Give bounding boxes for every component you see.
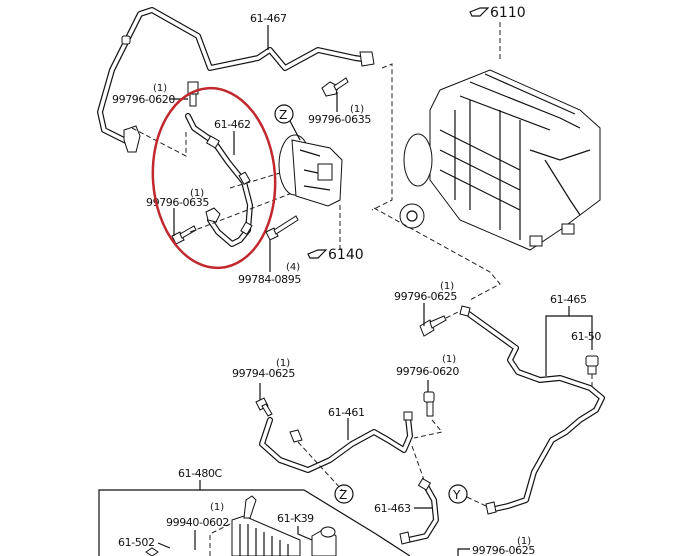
guide-line	[411, 445, 425, 481]
label-99796-0625-a: 99796-0625	[394, 290, 457, 303]
marker-z-bottom-label: Z	[339, 488, 347, 502]
label-99796-0620-a: 99796-0620	[112, 93, 175, 106]
label-61-467: 61-467	[250, 12, 287, 25]
marker-z-top-label: Z	[279, 108, 287, 122]
label-61-502: 61-502	[118, 536, 155, 549]
label-61-465: 61-465	[550, 293, 587, 306]
pressure-switch-61-50[interactable]	[585, 355, 599, 375]
bracket-61-480C	[98, 489, 411, 556]
ref-6140-label: 6140	[328, 247, 364, 263]
bolt-99796-0620-b[interactable]	[423, 391, 435, 417]
label-99796-0620-b: 99796-0620	[396, 365, 459, 378]
compressor[interactable]	[278, 134, 343, 207]
label-99796-0635-a: 99796-0635	[308, 113, 371, 126]
leader-61-502	[157, 542, 171, 549]
label-99796-0625-b: 99796-0625	[472, 544, 535, 556]
leader-99796-0625-b	[457, 548, 470, 556]
guide-line	[209, 523, 231, 556]
label-99940-0602: 99940-0602	[166, 516, 229, 529]
guide-line	[413, 419, 443, 439]
guide-line	[297, 441, 343, 491]
label-61-461: 61-461	[328, 406, 365, 419]
bolt-99796-0620-a[interactable]	[187, 81, 199, 107]
qty-99940-0602: (1)	[210, 502, 224, 513]
pipe-61-467[interactable]	[97, 7, 375, 153]
ref-6110-label: 6110	[490, 5, 526, 21]
bolt-99794-0625[interactable]	[255, 397, 273, 417]
qty-99796-0635-b: (1)	[190, 188, 204, 199]
marker-z-top	[274, 104, 294, 124]
label-99796-0635-b: 99796-0635	[146, 196, 209, 209]
pointing-hand-icon	[469, 7, 490, 17]
qty-99784-0895: (4)	[286, 262, 300, 273]
label-61-462: 61-462	[214, 118, 251, 131]
label-61-K39: 61-K39	[277, 512, 314, 525]
qty-99796-0635-a: (1)	[350, 104, 364, 115]
hvac-unit[interactable]	[399, 69, 601, 251]
highlight-circle	[151, 86, 277, 270]
qty-99796-0620-a: (1)	[153, 83, 167, 94]
qty-99794-0625: (1)	[276, 358, 290, 369]
guide-line	[131, 127, 187, 157]
pipe-61-465[interactable]	[459, 305, 605, 515]
label-61-463: 61-463	[374, 502, 411, 515]
condenser[interactable]	[231, 495, 301, 556]
guide-line	[466, 496, 487, 507]
hose-61-462[interactable]	[185, 113, 253, 247]
ref-6110[interactable]: 6110	[469, 5, 526, 21]
leader-61-K39	[297, 526, 313, 541]
guide-line	[189, 189, 301, 233]
qty-99796-0620-b: (1)	[442, 354, 456, 365]
marker-z-bottom	[334, 484, 354, 504]
guide-line	[445, 309, 463, 319]
guide-line	[371, 63, 393, 211]
qty-99796-0625-a: (1)	[440, 281, 454, 292]
bracket-61-465	[545, 315, 593, 376]
receiver-drier-61-K39[interactable]	[311, 526, 337, 556]
leader-z-top	[289, 120, 301, 141]
pointing-hand-icon	[307, 249, 328, 259]
guide-line	[373, 207, 501, 301]
label-99794-0625: 99794-0625	[232, 367, 295, 380]
bolt-99784-0895[interactable]	[265, 215, 299, 241]
qty-99796-0625-b: (1)	[517, 536, 531, 547]
label-99784-0895: 99784-0895	[238, 273, 301, 286]
label-61-50: 61-50	[571, 330, 601, 343]
bolt-99796-0635-a[interactable]	[321, 77, 349, 97]
marker-y	[448, 484, 468, 504]
pipe-61-461[interactable]	[259, 411, 413, 473]
bolt-61-502[interactable]	[145, 547, 159, 556]
pipe-61-463[interactable]	[399, 477, 439, 545]
label-61-480C: 61-480C	[178, 467, 223, 480]
marker-y-label: Y	[452, 488, 461, 502]
bolt-99796-0635-b[interactable]	[171, 225, 197, 245]
ref-6140[interactable]: 6140	[307, 247, 364, 263]
